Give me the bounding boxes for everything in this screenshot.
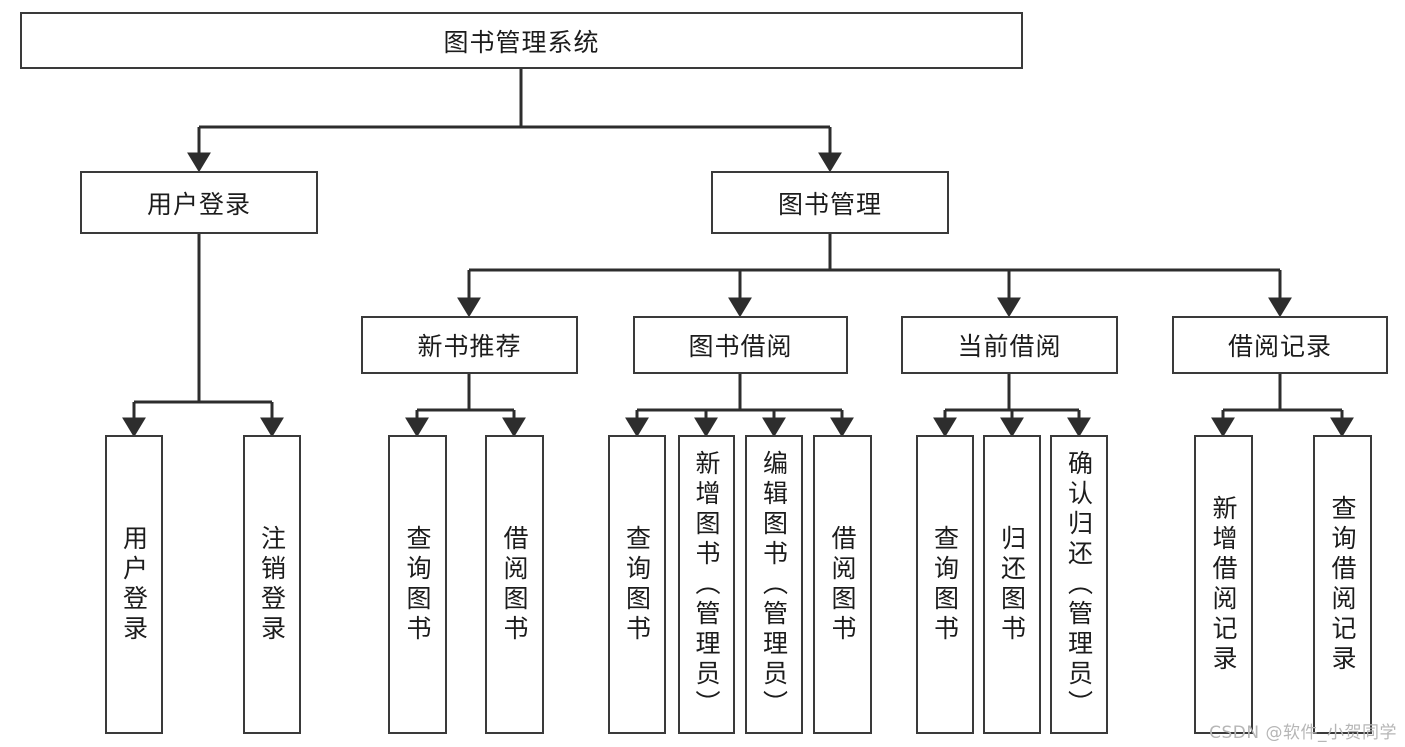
node-leaf-borrow-book-new[interactable]: 借阅图书 bbox=[485, 435, 544, 734]
node-leaf-user-login[interactable]: 用户登录 bbox=[105, 435, 163, 734]
node-leaf-return-book[interactable]: 归还图书 bbox=[983, 435, 1041, 734]
node-leaf-borrow-book[interactable]: 借阅图书 bbox=[813, 435, 872, 734]
node-borrow-record[interactable]: 借阅记录 bbox=[1172, 316, 1388, 374]
node-root-label: 图书管理系统 bbox=[443, 27, 600, 57]
node-leaf-add-borrow-record[interactable]: 新增借阅记录 bbox=[1194, 435, 1253, 734]
node-leaf-query-book-borrow[interactable]: 查询图书 bbox=[608, 435, 666, 734]
node-leaf-query-book-new-label: 查询图书 bbox=[403, 524, 432, 645]
node-leaf-query-book-current-label: 查询图书 bbox=[930, 524, 960, 645]
node-leaf-add-borrow-record-label: 新增借阅记录 bbox=[1209, 494, 1238, 675]
node-leaf-add-book[interactable]: 新增图书（管理员） bbox=[678, 435, 735, 734]
node-book-manage[interactable]: 图书管理 bbox=[711, 171, 949, 234]
node-leaf-logout-login[interactable]: 注销登录 bbox=[243, 435, 301, 734]
node-book-borrow[interactable]: 图书借阅 bbox=[633, 316, 848, 374]
node-user-login-label: 用户登录 bbox=[146, 189, 251, 219]
node-borrow-record-label: 借阅记录 bbox=[1227, 332, 1332, 361]
node-leaf-query-book-new[interactable]: 查询图书 bbox=[388, 435, 447, 734]
node-leaf-borrow-book-new-label: 借阅图书 bbox=[500, 524, 529, 645]
node-leaf-query-book-borrow-label: 查询图书 bbox=[622, 524, 652, 645]
node-leaf-confirm-return-label: 确认归还（管理员） bbox=[1064, 449, 1094, 720]
node-current-borrow-label: 当前借阅 bbox=[957, 332, 1062, 361]
node-leaf-logout-login-label: 注销登录 bbox=[257, 524, 287, 645]
node-leaf-confirm-return[interactable]: 确认归还（管理员） bbox=[1050, 435, 1108, 734]
node-user-login[interactable]: 用户登录 bbox=[80, 171, 318, 234]
node-new-book-recommend-label: 新书推荐 bbox=[417, 332, 522, 361]
node-leaf-return-book-label: 归还图书 bbox=[997, 524, 1027, 645]
node-leaf-user-login-label: 用户登录 bbox=[119, 524, 149, 645]
node-leaf-borrow-book-label: 借阅图书 bbox=[828, 524, 857, 645]
node-leaf-query-book-current[interactable]: 查询图书 bbox=[916, 435, 974, 734]
node-book-manage-label: 图书管理 bbox=[777, 189, 882, 219]
node-leaf-edit-book[interactable]: 编辑图书（管理员） bbox=[745, 435, 803, 734]
node-book-borrow-label: 图书借阅 bbox=[688, 332, 793, 361]
node-leaf-edit-book-label: 编辑图书（管理员） bbox=[759, 449, 789, 720]
node-root[interactable]: 图书管理系统 bbox=[20, 12, 1023, 69]
node-leaf-add-book-label: 新增图书（管理员） bbox=[692, 449, 721, 720]
node-new-book-recommend[interactable]: 新书推荐 bbox=[361, 316, 578, 374]
node-leaf-query-borrow-record[interactable]: 查询借阅记录 bbox=[1313, 435, 1372, 734]
node-leaf-query-borrow-record-label: 查询借阅记录 bbox=[1328, 494, 1357, 675]
node-current-borrow[interactable]: 当前借阅 bbox=[901, 316, 1118, 374]
